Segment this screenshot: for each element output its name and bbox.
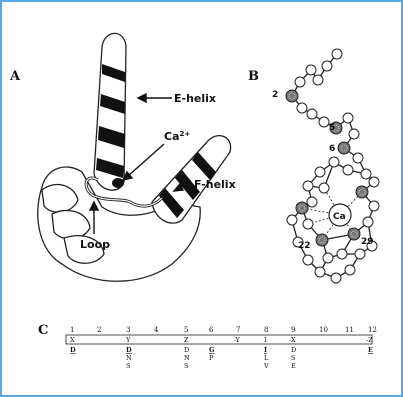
oxygen-atom	[286, 90, 298, 102]
residue-row3: P	[209, 354, 214, 362]
atom	[332, 49, 342, 59]
oxygen-atom	[348, 228, 360, 240]
residue-row3: S	[291, 354, 295, 362]
residue-row3: L	[264, 354, 269, 362]
residue-row1: Y	[125, 336, 131, 344]
atom	[297, 103, 307, 113]
position-number: 2	[97, 326, 101, 334]
panel-label-c: C	[38, 323, 48, 338]
f-helix-label: F-helix	[194, 178, 236, 191]
position-number: 3	[126, 326, 130, 334]
oxygen-atom	[296, 202, 308, 214]
residue-row4: E	[291, 362, 296, 370]
position-number: 5	[184, 326, 188, 334]
position-number: 4	[154, 326, 159, 334]
position-number: 12	[368, 326, 377, 334]
residue-row2: D	[184, 346, 189, 354]
atom	[343, 113, 353, 123]
loop-label: Loop	[80, 238, 110, 251]
atom	[319, 183, 329, 193]
atom-number-6: 6	[329, 144, 335, 154]
oxygen-atom	[356, 186, 368, 198]
atom	[303, 219, 313, 229]
calcium-arrow	[128, 144, 164, 176]
atom	[337, 249, 347, 259]
atom	[287, 215, 297, 225]
atom	[307, 109, 317, 119]
consensus-row-box	[66, 335, 372, 344]
atom	[319, 117, 329, 127]
panel-label-a: A	[9, 69, 21, 84]
atom	[353, 153, 363, 163]
atom	[307, 197, 317, 207]
position-number: 1	[70, 326, 74, 334]
atom-number-29: 29	[361, 237, 374, 247]
atom	[313, 75, 323, 85]
panel-label-b: B	[248, 69, 259, 84]
position-number: 7	[236, 326, 240, 334]
residue-row1: X	[70, 336, 75, 344]
atom	[345, 265, 355, 275]
residue-row2: D	[126, 346, 132, 354]
atom	[322, 61, 332, 71]
calcium-center-label: Ca	[333, 212, 346, 222]
residue-row1: -Y	[234, 336, 240, 344]
residue-row2: G	[209, 346, 215, 354]
oxygen-atom	[316, 234, 328, 246]
position-number: 11	[345, 326, 354, 334]
atom	[295, 77, 305, 87]
residue-row4: S	[126, 362, 130, 370]
residue-row2: E	[368, 346, 373, 354]
atom	[306, 65, 316, 75]
atom	[331, 273, 341, 283]
atom	[303, 255, 313, 265]
residue-row1: Z	[184, 336, 189, 344]
calcium-label: Ca2+	[164, 130, 190, 143]
e-helix-label: E-helix	[174, 92, 216, 105]
atom	[343, 165, 353, 175]
atom	[363, 217, 373, 227]
oxygen-atom	[338, 142, 350, 154]
atom-number-2: 2	[272, 90, 278, 100]
residue-row1: -X	[289, 336, 296, 344]
atom	[315, 267, 325, 277]
position-number: 10	[319, 326, 328, 334]
residue-row4: V	[263, 362, 269, 370]
position-number: 6	[209, 326, 214, 334]
atom	[323, 253, 333, 263]
residue-row3: N	[184, 354, 190, 362]
residue-row2: D	[70, 346, 76, 354]
atom	[355, 249, 365, 259]
atom	[303, 181, 313, 191]
atom	[329, 157, 339, 167]
residue-row1: -Z	[366, 336, 373, 344]
position-number: 9	[291, 326, 295, 334]
residue-row2: I	[264, 346, 267, 354]
atom	[349, 129, 359, 139]
residue-row2: D	[291, 346, 296, 354]
residue-row4: S	[184, 362, 188, 370]
atom	[369, 177, 379, 187]
atom-number-22: 22	[298, 241, 311, 251]
residue-row3: N	[126, 354, 132, 362]
calcium-ion	[112, 178, 124, 188]
atom	[315, 167, 325, 177]
position-number: 8	[264, 326, 268, 334]
atom-number-5: 5	[329, 123, 335, 133]
atom	[361, 169, 371, 179]
residue-row1: I	[264, 336, 267, 344]
atom	[369, 201, 379, 211]
